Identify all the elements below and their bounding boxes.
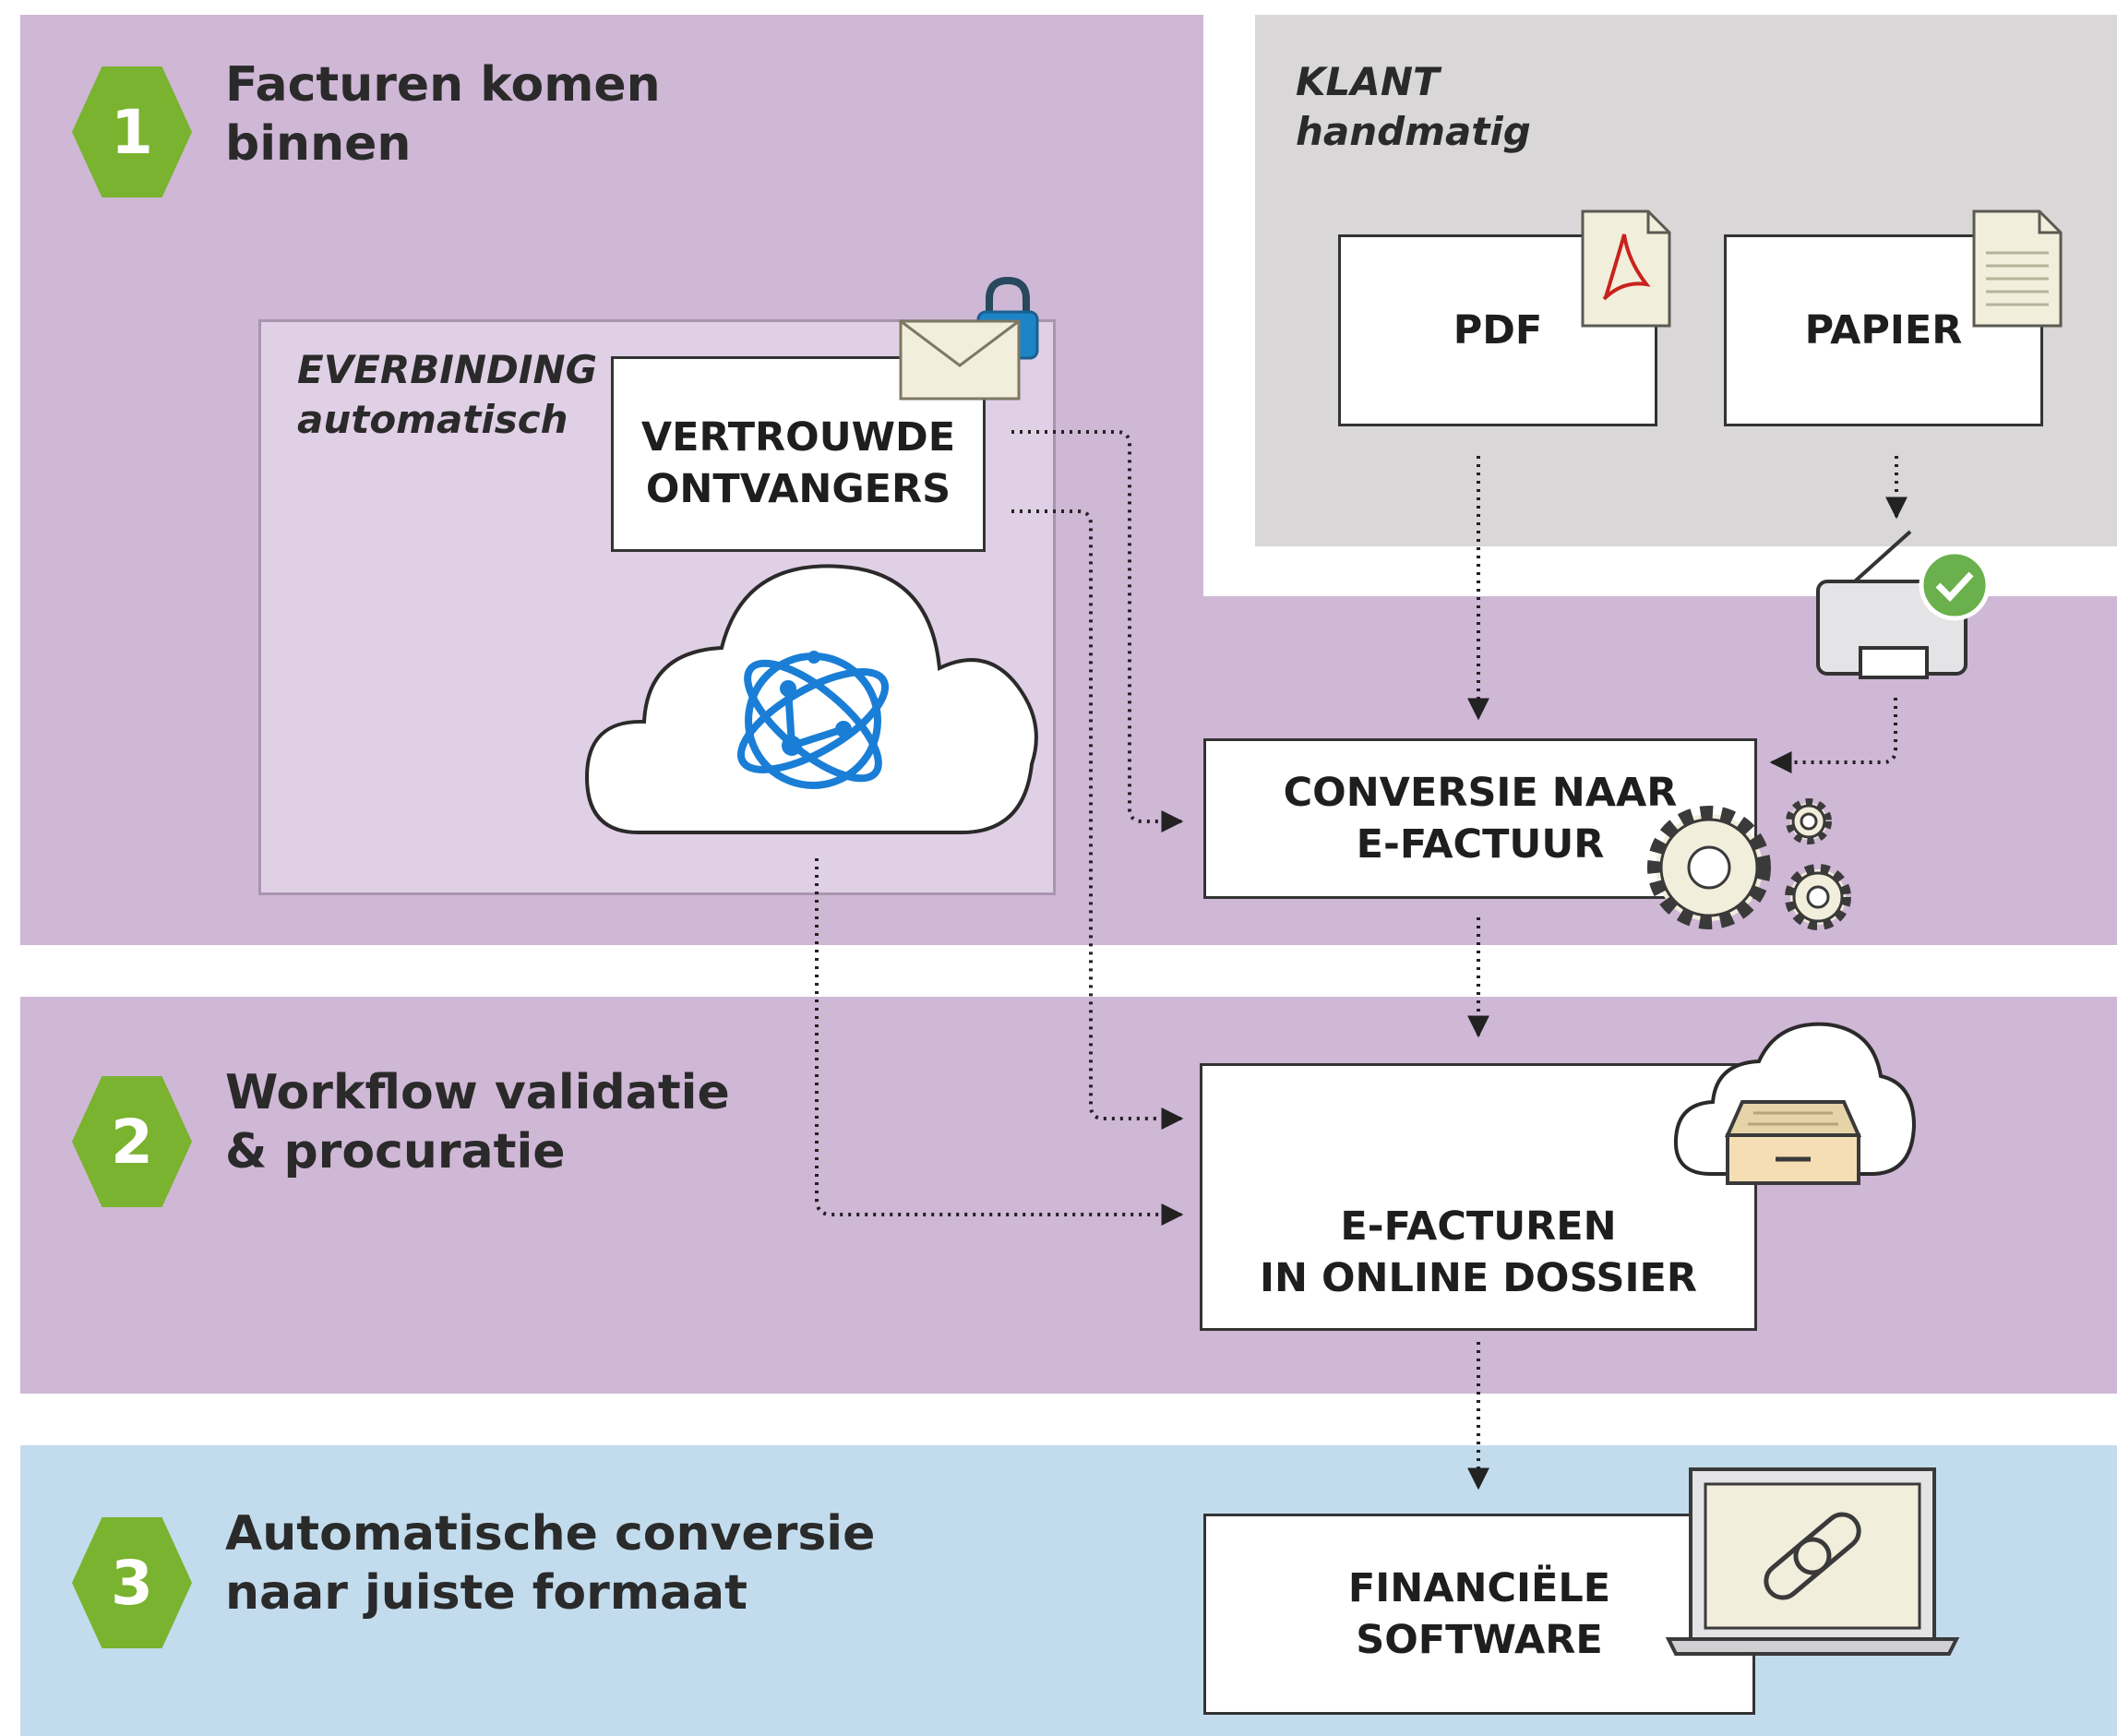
check-icon — [1919, 549, 1991, 621]
connector-cloud-efacturen — [815, 858, 1184, 1226]
pdf-document-icon — [1581, 210, 1671, 328]
cloud-archive-icon — [1673, 1022, 1917, 1185]
cloud-icon — [584, 564, 1038, 834]
globe-network-icon — [736, 651, 890, 789]
klant-label: KLANT handmatig — [1296, 59, 1531, 154]
envelope-icon — [899, 319, 1021, 401]
connector-vertrouwde-conversie — [1011, 430, 1184, 832]
laptop-link-icon — [1665, 1467, 1960, 1656]
step-title: Automatische conversie naar juiste forma… — [225, 1506, 876, 1621]
everbinding-label: EVERBINDING automatisch — [297, 347, 598, 442]
gears-icon — [1647, 798, 1851, 930]
connector-scanner-conversie — [1769, 698, 1897, 773]
financiele-software-box: FINANCIËLE SOFTWARE — [1203, 1514, 1755, 1715]
step-title: Workflow validatie & procuratie — [225, 1065, 730, 1179]
step-title: Facturen komen binnen — [225, 57, 661, 172]
paper-document-icon — [1972, 210, 2063, 328]
efacturen-box: E-FACTUREN IN ONLINE DOSSIER — [1200, 1063, 1757, 1331]
